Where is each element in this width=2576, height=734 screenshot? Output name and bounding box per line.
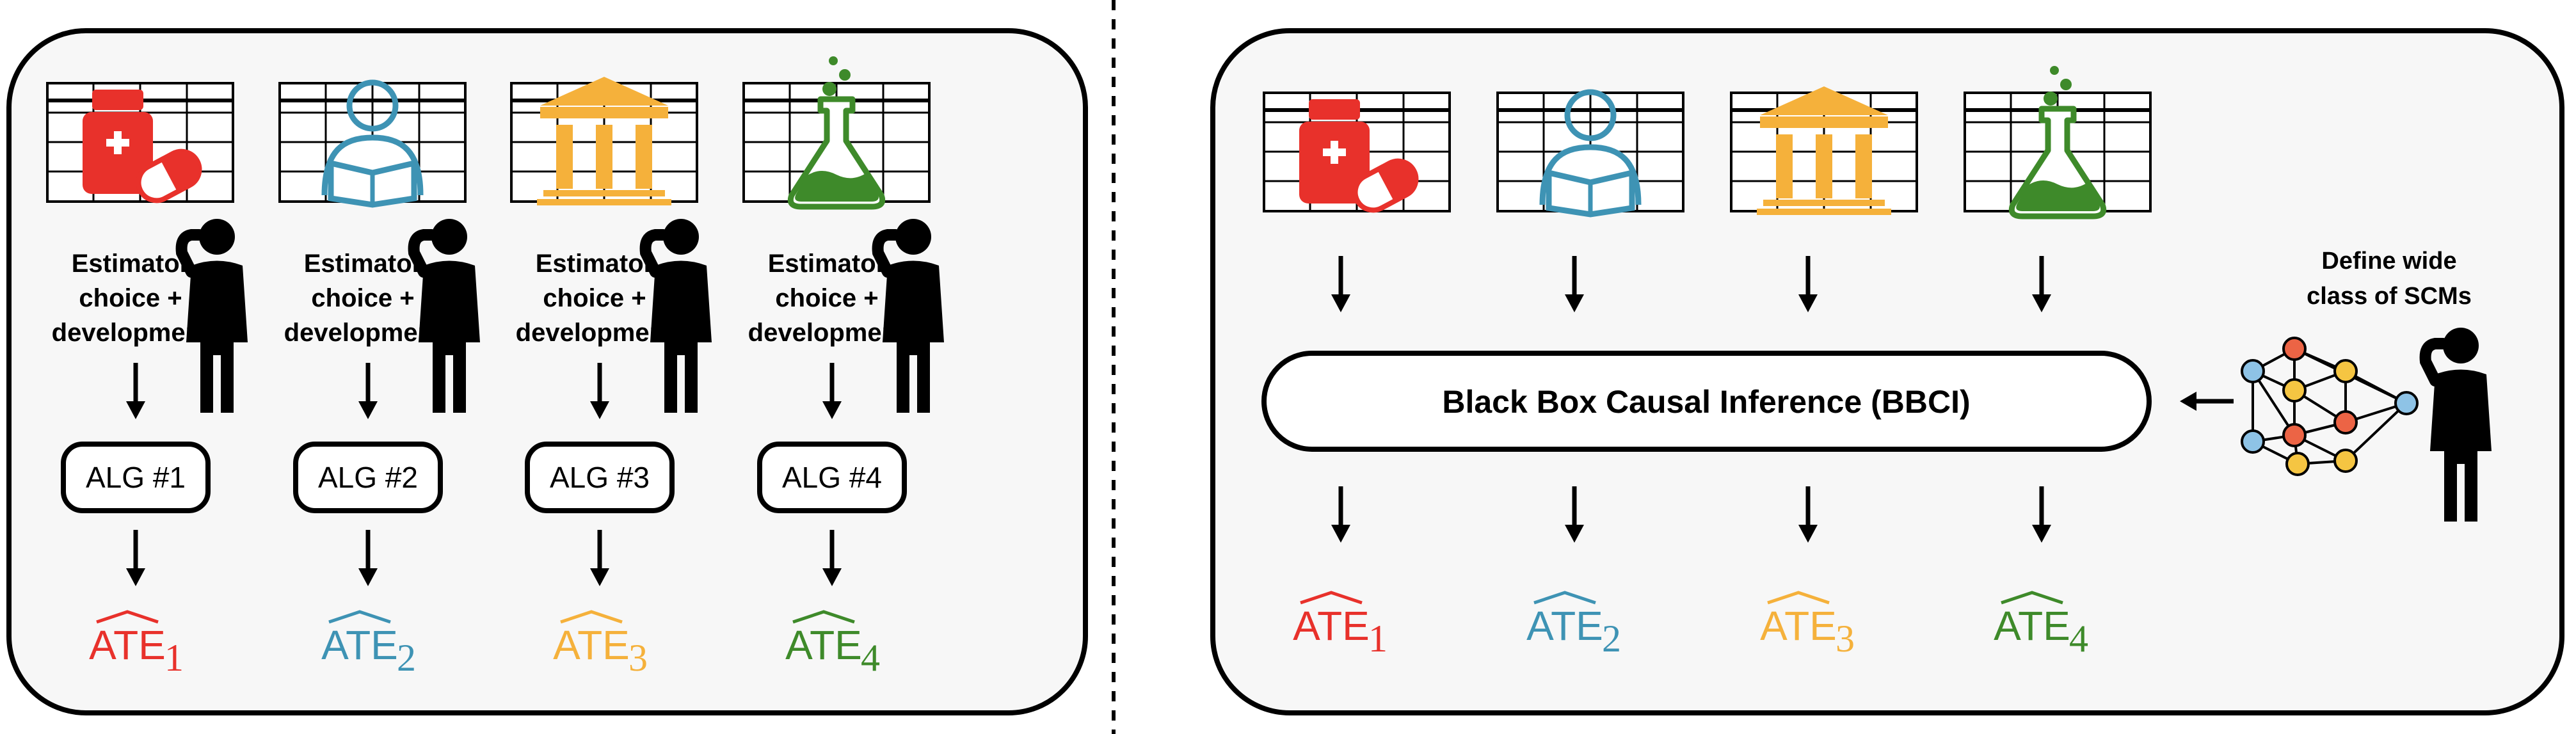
data-table-1 xyxy=(47,83,233,207)
ate-label: ATE xyxy=(1994,603,2070,649)
ate-subscript: 2 xyxy=(397,637,416,679)
ate-subscript: 3 xyxy=(1836,618,1855,660)
alg-box-4: ALG #4 xyxy=(757,442,907,513)
estimator-line: Estimator xyxy=(768,250,886,278)
alg-box-2: ALG #2 xyxy=(293,442,443,513)
ate-subscript: 4 xyxy=(2069,618,2088,660)
estimator-line: development xyxy=(52,319,210,347)
causal-graph-icon xyxy=(2241,337,2419,476)
alg-box-3: ALG #3 xyxy=(525,442,675,513)
alg-box-1: ALG #1 xyxy=(61,442,211,513)
ate-label: ATE xyxy=(1760,603,1837,649)
hat-accent xyxy=(328,610,391,624)
alg-label: ALG #2 xyxy=(318,461,418,494)
data-table-1 xyxy=(1264,93,1450,216)
hat-accent xyxy=(560,610,623,624)
scm-line: class of SCMs xyxy=(2307,283,2472,310)
estimator-choice-text: Estimator choice + development xyxy=(748,250,906,347)
estimator-choice-text: Estimator choice + development xyxy=(52,250,210,347)
hat-accent xyxy=(1300,591,1363,605)
ate-label: ATE xyxy=(553,622,630,668)
estimator-choice-text: Estimator choice + development xyxy=(284,250,442,347)
scm-text: Define wide class of SCMs xyxy=(2307,248,2472,310)
estimator-line: development xyxy=(516,319,674,347)
estimator-choice-text: Estimator choice + development xyxy=(516,250,674,347)
ate-label: ATE xyxy=(1526,603,1603,649)
bbci-label: Black Box Causal Inference (BBCI) xyxy=(1442,384,1970,420)
hat-accent xyxy=(1767,591,1830,605)
ate-subscript: 2 xyxy=(1602,618,1621,660)
scm-line: Define wide xyxy=(2321,248,2456,275)
ate-label: ATE xyxy=(321,622,398,668)
estimator-line: choice + xyxy=(543,284,646,312)
ate-subscript: 3 xyxy=(628,637,648,679)
data-table-2 xyxy=(1498,92,1683,214)
ate-subscript: 1 xyxy=(1368,618,1388,660)
estimator-line: choice + xyxy=(775,284,878,312)
hat-accent xyxy=(96,610,159,624)
alg-label: ALG #1 xyxy=(86,461,186,494)
alg-label: ALG #4 xyxy=(782,461,882,494)
bbci-box: Black Box Causal Inference (BBCI) xyxy=(1261,351,2152,452)
estimator-line: Estimator xyxy=(72,250,190,278)
hat-accent xyxy=(792,610,855,624)
alg-label: ALG #3 xyxy=(550,461,650,494)
ate-label: ATE xyxy=(89,622,166,668)
estimator-line: choice + xyxy=(311,284,414,312)
estimator-line: development xyxy=(748,319,906,347)
data-table-3 xyxy=(511,77,697,205)
ate-subscript: 4 xyxy=(861,637,880,679)
estimator-line: choice + xyxy=(79,284,182,312)
hat-accent xyxy=(1533,591,1596,605)
ate-subscript: 1 xyxy=(164,637,184,679)
data-table-3 xyxy=(1731,86,1917,215)
estimator-line: Estimator xyxy=(536,250,654,278)
hat-accent xyxy=(2001,591,2063,605)
estimator-line: development xyxy=(284,319,442,347)
arrow-left-icon xyxy=(2180,392,2234,411)
data-table-2 xyxy=(280,83,465,205)
estimator-line: Estimator xyxy=(304,250,422,278)
ate-label: ATE xyxy=(785,622,862,668)
ate-label: ATE xyxy=(1293,603,1370,649)
